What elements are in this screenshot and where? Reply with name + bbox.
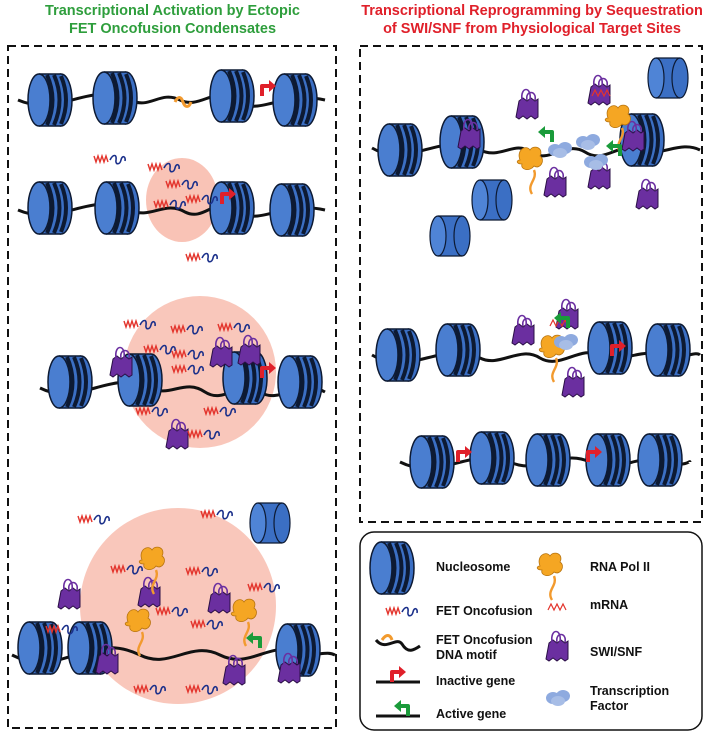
legend-label-tf-line2: Factor xyxy=(590,699,629,713)
right-panel-title: Transcriptional Reprogramming by Sequest… xyxy=(355,2,709,38)
right-title-line1: Transcriptional Reprogramming by Sequest… xyxy=(361,3,703,19)
legend-label-transcription-factor: Transcription Factor xyxy=(590,684,669,714)
legend-label-fet-oncofusion: FET Oncofusion xyxy=(436,604,533,618)
left-panel-title: Transcriptional Activation by Ectopic FE… xyxy=(0,2,345,38)
legend-label-inactive-gene: Inactive gene xyxy=(436,674,516,688)
right-title-line2: of SWI/SNF from Physiological Target Sit… xyxy=(383,21,681,37)
legend-label-swisnf: SWI/SNF xyxy=(590,645,643,659)
legend-label-rna-pol: RNA Pol II xyxy=(590,560,650,574)
left-title-line1: Transcriptional Activation by Ectopic xyxy=(45,3,300,19)
left-row-2 xyxy=(17,154,326,263)
legend-label-tf-line1: Transcription xyxy=(590,684,670,698)
left-row-1 xyxy=(17,68,326,128)
right-lower-scene xyxy=(399,430,692,490)
right-panel-box xyxy=(359,45,703,523)
right-middle-scene xyxy=(371,298,702,398)
right-upper-scene xyxy=(371,57,701,257)
legend-label-dna-motif-line2: DNA motif xyxy=(436,648,497,662)
left-row-3 xyxy=(39,296,326,450)
left-panel-box xyxy=(7,45,337,729)
legend-label-active-gene: Active gene xyxy=(436,707,507,721)
legend-label-mrna: mRNA xyxy=(590,598,629,612)
legend-icons xyxy=(368,540,570,718)
left-title-line2: FET Oncofusion Condensates xyxy=(68,21,277,37)
left-row-4 xyxy=(11,502,336,704)
legend-label-nucleosome: Nucleosome xyxy=(436,560,511,574)
legend-box xyxy=(359,531,703,731)
legend-label-dna-motif: FET Oncofusion DNA motif xyxy=(436,633,533,663)
legend-label-dna-motif-line1: FET Oncofusion xyxy=(436,633,533,647)
